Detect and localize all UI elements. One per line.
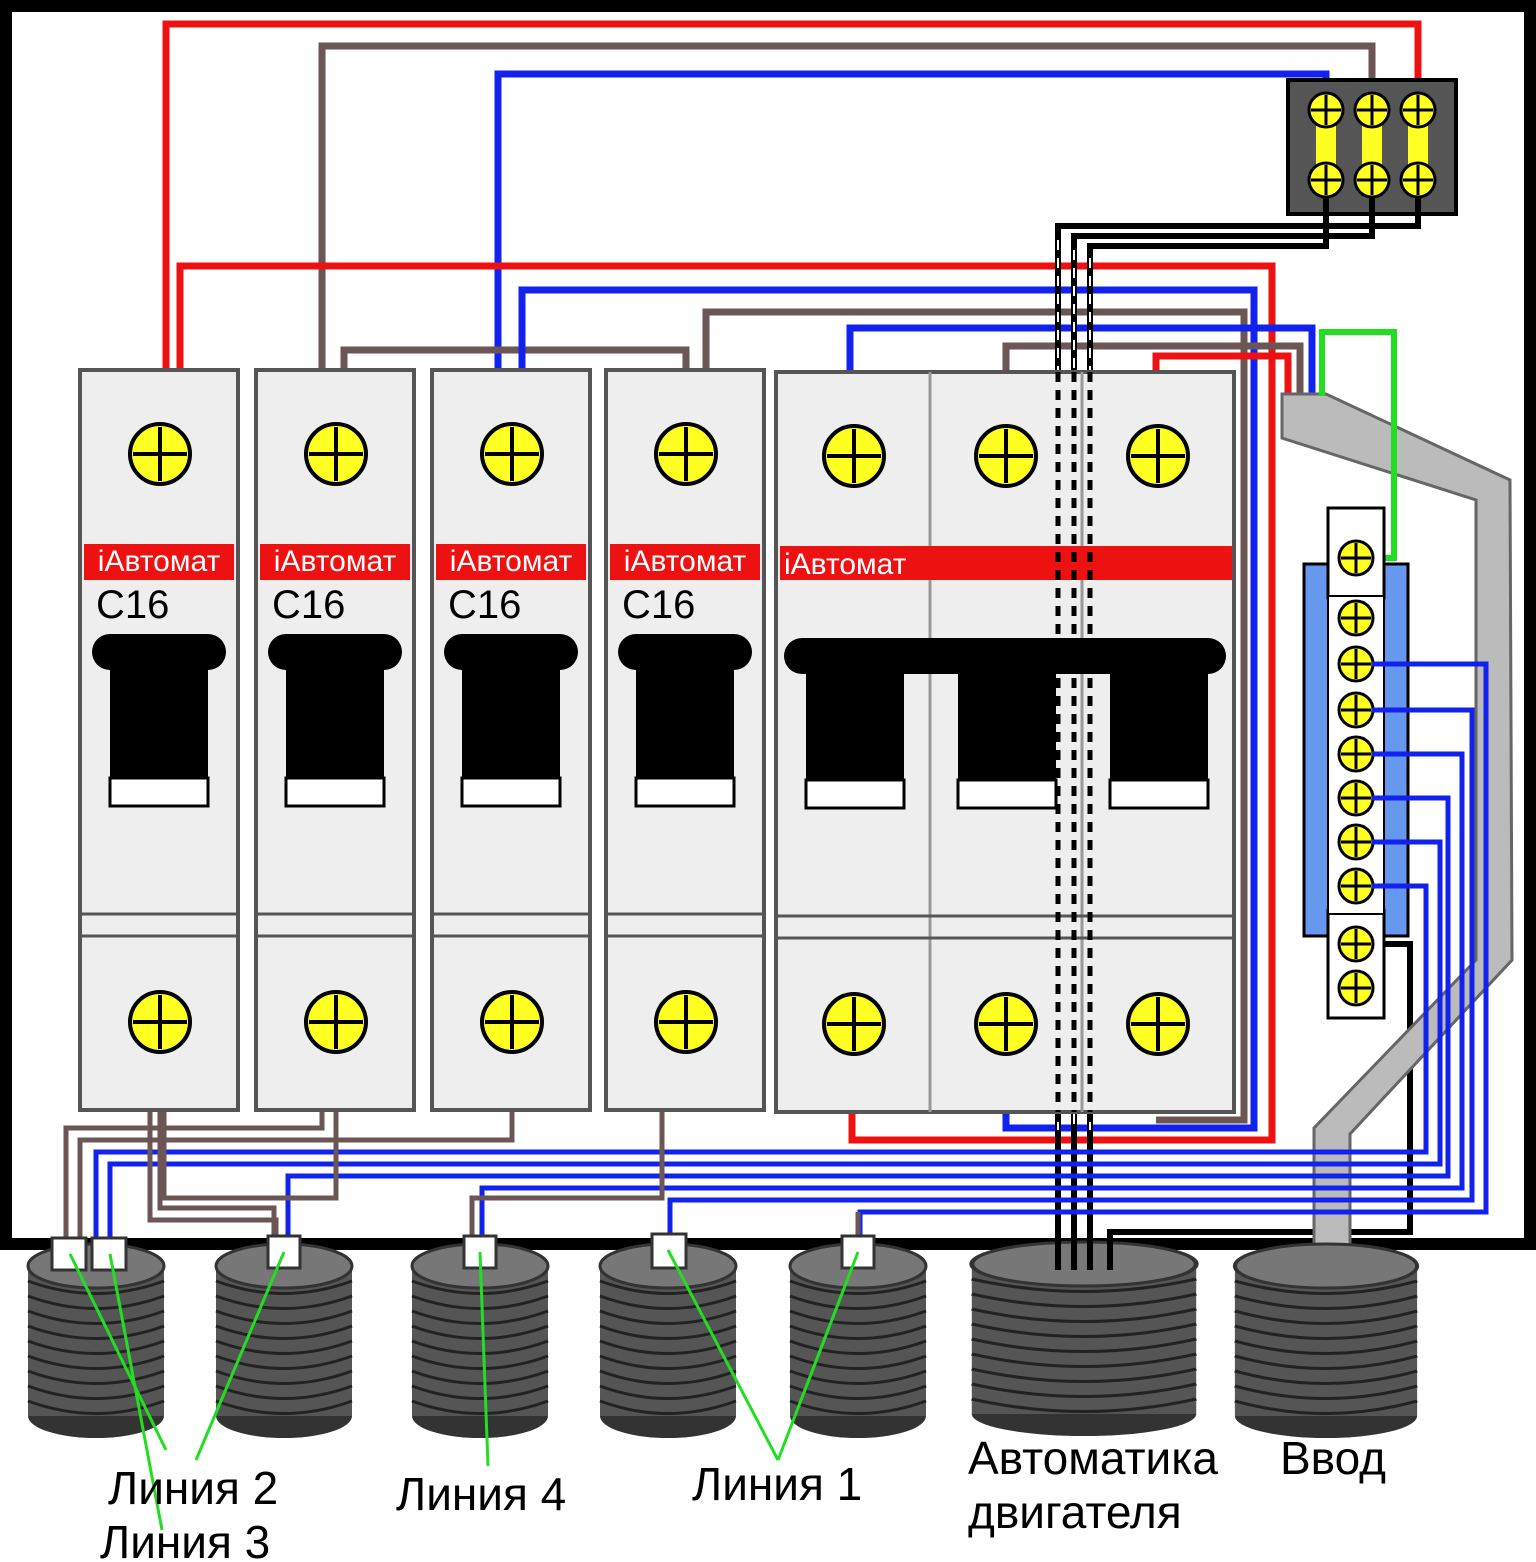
load-wires — [63, 1110, 861, 1240]
cable-gland-2 — [214, 1242, 354, 1440]
label-input: Ввод — [1280, 1432, 1386, 1484]
breaker-1: iАвтомат C16 — [78, 368, 240, 1112]
breaker-rating: C16 — [96, 583, 169, 627]
cable-gland-1 — [26, 1242, 166, 1440]
label-motor-2: двигателя — [968, 1486, 1182, 1538]
breaker-brand: iАвтомат — [624, 545, 747, 578]
label-line-4: Линия 4 — [396, 1468, 566, 1520]
motor-cable-ends — [1055, 1240, 1113, 1270]
breaker-2: iАвтомат C16 — [254, 368, 416, 1112]
cable-gland-input — [1235, 1244, 1417, 1438]
label-motor-1: Автоматика — [968, 1432, 1218, 1484]
label-line-2: Линия 2 — [108, 1462, 278, 1514]
breaker-brand: iАвтомат — [784, 548, 907, 581]
breaker-4: iАвтомат C16 — [604, 368, 766, 1112]
three-pole-breaker: iАвтомат — [774, 370, 1236, 1114]
feed-wires — [162, 20, 1422, 1144]
breaker-brand: iАвтомат — [450, 545, 573, 578]
label-line-1: Линия 1 — [692, 1458, 862, 1510]
breaker-rating: C16 — [622, 583, 695, 627]
breaker-3: iАвтомат C16 — [430, 368, 592, 1112]
breaker-rating: C16 — [272, 583, 345, 627]
cable-gland-5 — [788, 1242, 928, 1440]
breaker-brand: iАвтомат — [274, 545, 397, 578]
breaker-brand: iАвтомат — [98, 545, 221, 578]
input-terminal-block — [1286, 78, 1458, 216]
cable-gland-motor — [972, 1242, 1196, 1436]
neutral-bus — [1302, 506, 1410, 1020]
label-line-3: Линия 3 — [100, 1516, 270, 1562]
ground-wire — [1319, 329, 1397, 561]
leader-lines — [68, 1249, 860, 1531]
breaker-rating: C16 — [448, 583, 521, 627]
